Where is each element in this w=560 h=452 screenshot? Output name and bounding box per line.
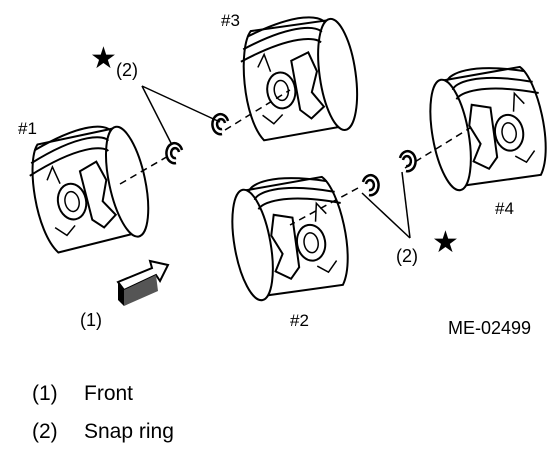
front-arrow (116, 259, 170, 306)
star-icon: ★ (90, 42, 117, 75)
piston-4 (421, 57, 554, 195)
piston-1 (21, 117, 158, 258)
star-icon: ★ (432, 226, 459, 259)
legend-number: (1) (32, 382, 58, 405)
piston-3-label: #3 (221, 11, 240, 30)
piston-3 (235, 10, 365, 144)
legend-number: (2) (32, 420, 58, 443)
pin-axis-lines (119, 89, 471, 226)
snap-ring-2 (361, 173, 380, 197)
legend-text: Front (84, 382, 134, 405)
snap-ring-callout-right: (2) (396, 246, 418, 266)
piston-2 (223, 167, 356, 305)
figure-code: ME-02499 (448, 318, 531, 338)
legend-text: Snap ring (84, 420, 174, 443)
front-callout: (1) (80, 310, 102, 330)
snap-ring-callout-top: (2) (116, 60, 138, 80)
leader-lines (141, 85, 411, 239)
piston-4-label: #4 (495, 199, 514, 218)
piston-1-label: #1 (18, 119, 37, 138)
snap-ring-1 (165, 141, 184, 165)
snap-ring-3 (211, 112, 230, 136)
snap-ring-4 (398, 149, 417, 173)
piston-2-label: #2 (290, 311, 309, 330)
